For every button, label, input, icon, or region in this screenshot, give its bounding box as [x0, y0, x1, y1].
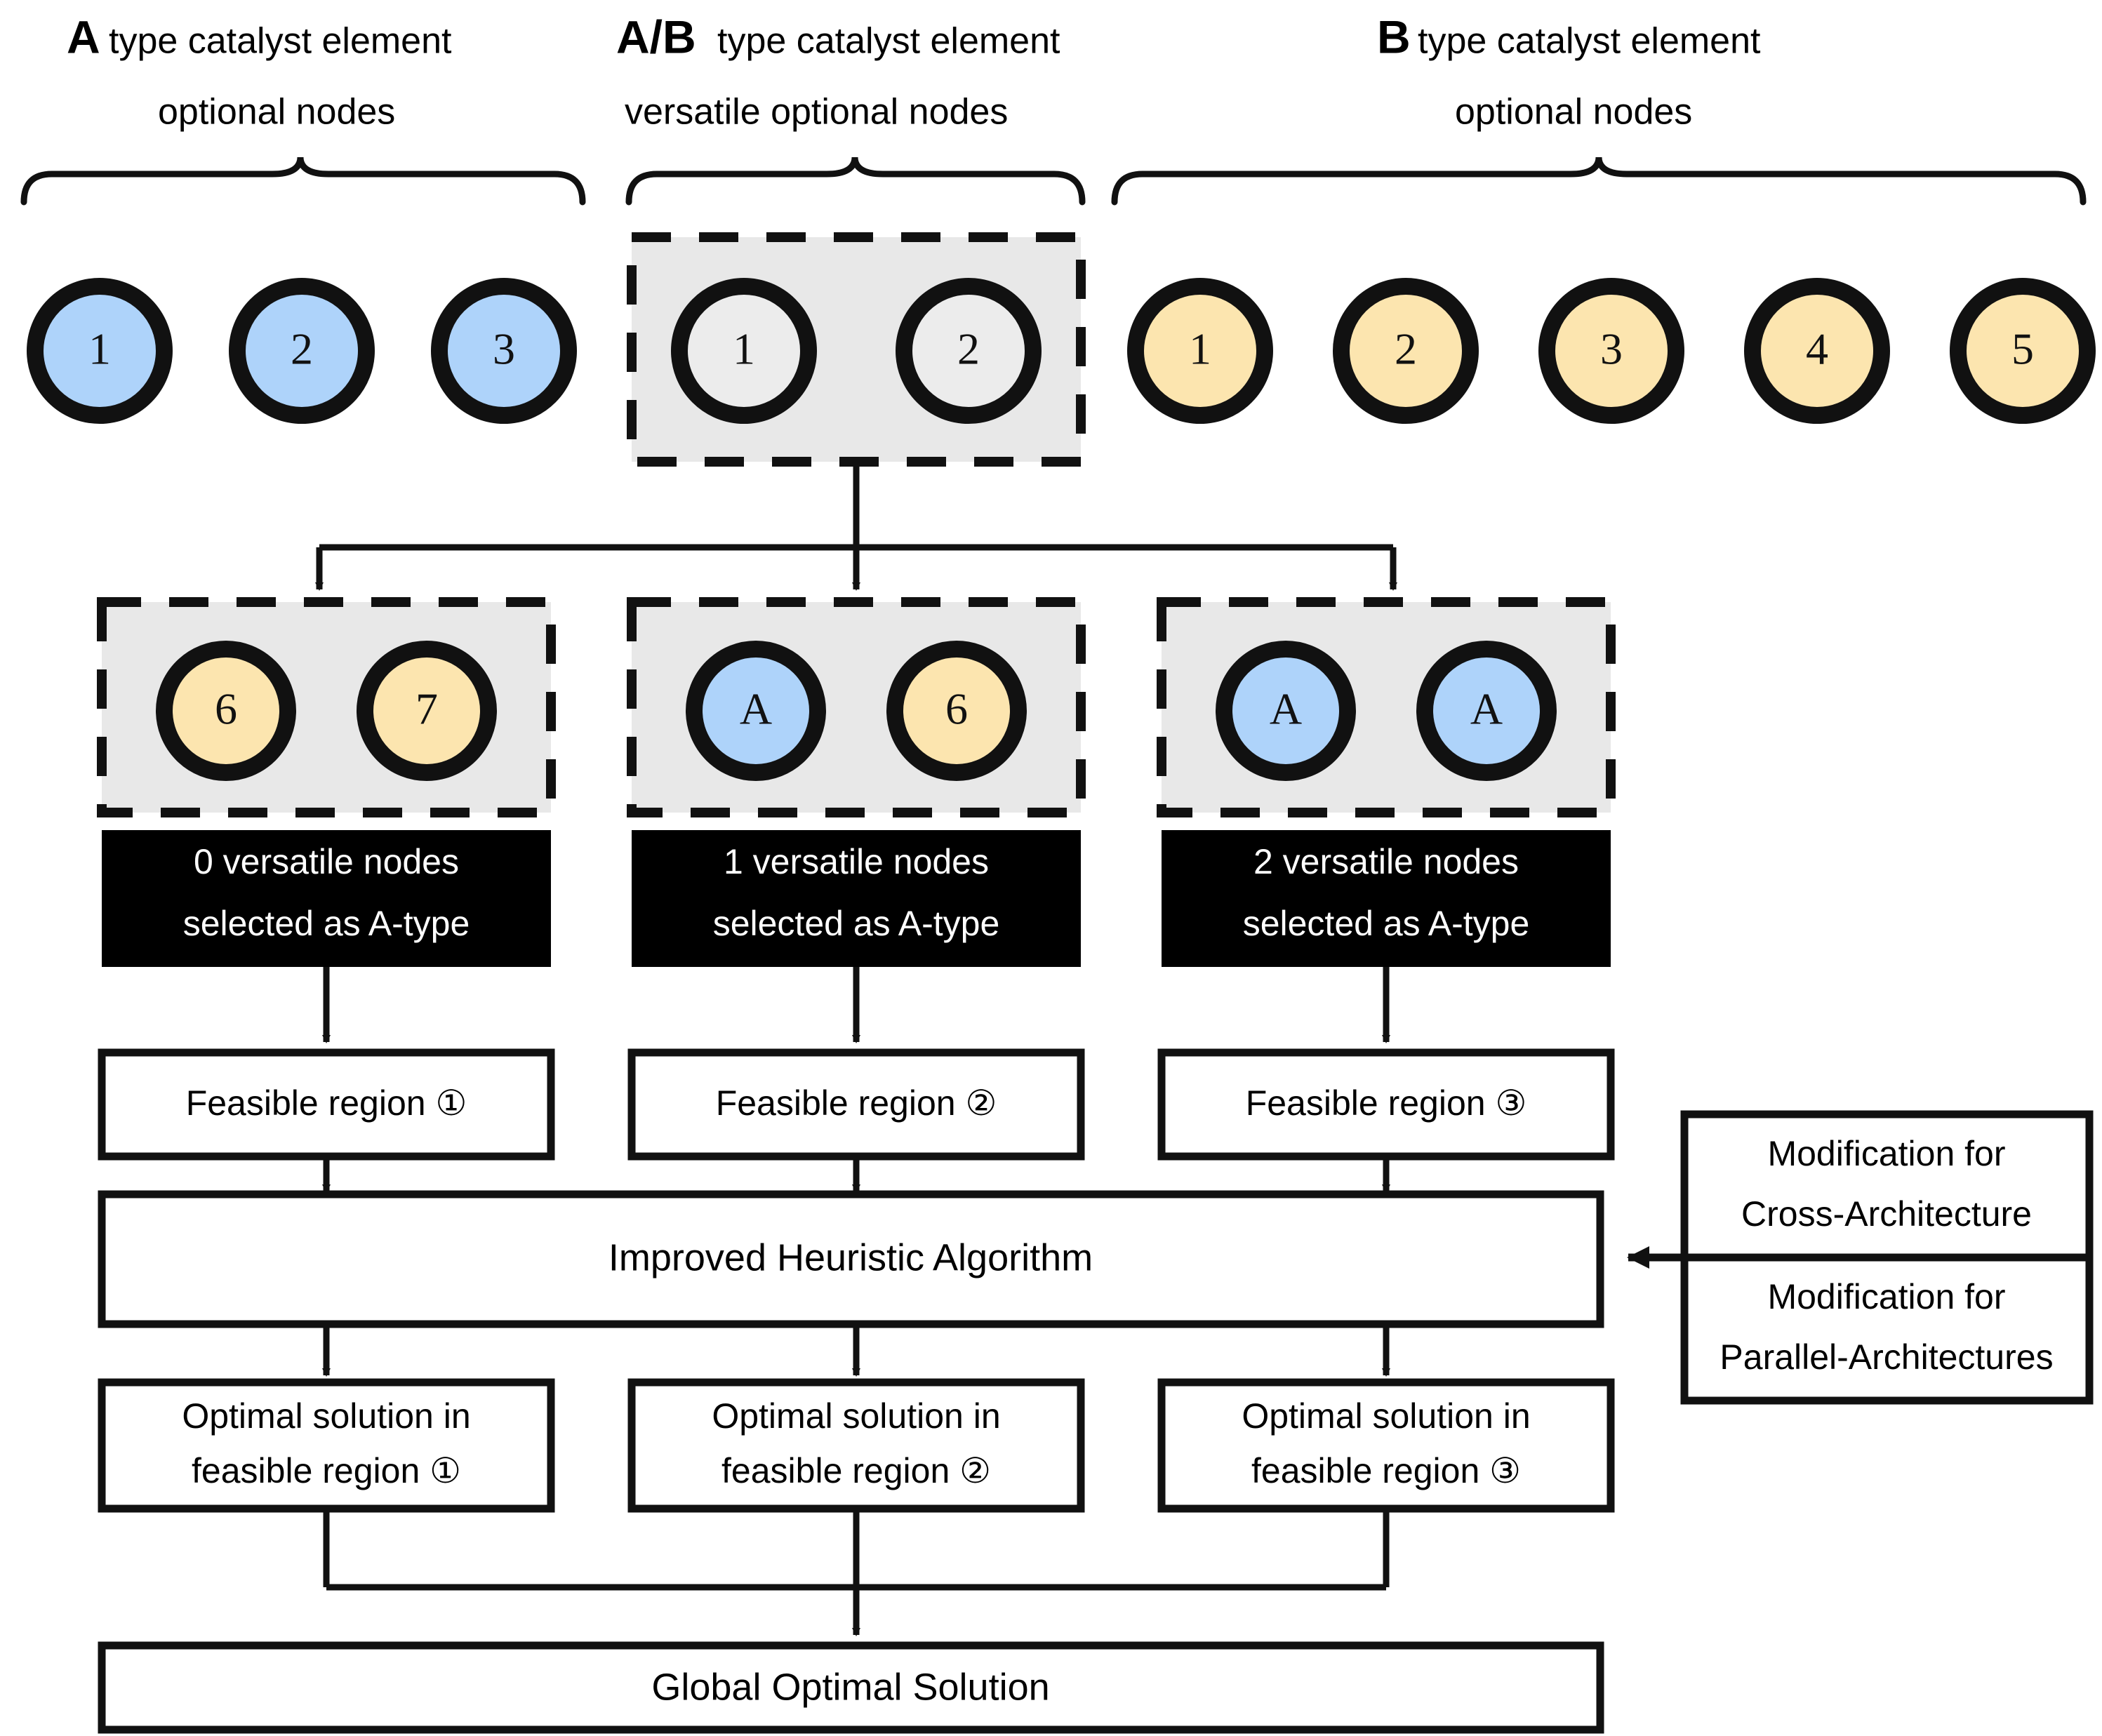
- optimal-solution-line2: feasible region ③: [1251, 1451, 1521, 1490]
- arrows-algorithm-to-optimal: [322, 1324, 1390, 1377]
- modification-line2: Cross-Architecture: [1741, 1194, 2032, 1234]
- header-a-rest: type catalyst element: [109, 21, 452, 62]
- branch-caption-line2: selected as A-type: [1243, 904, 1530, 943]
- brace-a-type: [20, 156, 586, 206]
- node-label: 5: [2011, 324, 2034, 374]
- brace-ab-type: [625, 156, 1086, 206]
- node-label: 6: [945, 684, 968, 734]
- optimal-solution-box-2[interactable]: Optimal solution in feasible region ③: [1157, 1378, 1615, 1513]
- branch-node-2-0[interactable]: A: [1216, 641, 1356, 781]
- feasible-region-label: Feasible region ③: [1246, 1083, 1527, 1123]
- optimal-solution-line2: feasible region ②: [721, 1451, 991, 1490]
- header-ab-prefix: A/B: [616, 11, 696, 62]
- branch-node-1-1[interactable]: 6: [886, 641, 1027, 781]
- branch-node-0-0[interactable]: 6: [156, 641, 296, 781]
- node-label: 3: [493, 324, 515, 374]
- node-label: 2: [957, 324, 980, 374]
- branch-caption-box-0: [102, 830, 551, 967]
- modification-line1: Modification for: [1767, 1277, 2005, 1316]
- header-ab-rest: type catalyst element: [717, 21, 1060, 62]
- optimal-solution-box-1[interactable]: Optimal solution in feasible region ②: [627, 1378, 1085, 1513]
- node-label: A: [1470, 684, 1503, 734]
- node-a-1[interactable]: 1: [27, 278, 173, 424]
- modification-line2: Parallel-Architectures: [1719, 1337, 2053, 1377]
- header-a-type: A type catalyst element optional nodes: [67, 11, 452, 132]
- node-b-1[interactable]: 1: [1127, 278, 1273, 424]
- node-b-5[interactable]: 5: [1950, 278, 2096, 424]
- global-optimal-solution-box[interactable]: Global Optimal Solution: [98, 1641, 1604, 1734]
- node-label: 1: [733, 324, 755, 374]
- feasible-region-box-0[interactable]: Feasible region ①: [98, 1048, 555, 1161]
- node-label: 1: [1189, 324, 1211, 374]
- node-label: 1: [88, 324, 111, 374]
- node-label: 2: [291, 324, 313, 374]
- node-group-b-type: 1 2 3 4 5: [1127, 278, 2096, 424]
- header-a-line2: optional nodes: [158, 92, 395, 133]
- optimal-solution-line1: Optimal solution in: [712, 1396, 1000, 1436]
- versatile-node-panel: 1 2: [627, 232, 1086, 467]
- optimal-solution-line2: feasible region ①: [192, 1451, 461, 1490]
- split-connector: [315, 462, 1397, 591]
- optimal-solution-line1: Optimal solution in: [1242, 1396, 1530, 1436]
- node-label: A: [740, 684, 772, 734]
- node-label: 4: [1806, 324, 1828, 374]
- brace-b-type: [1111, 156, 2087, 206]
- feasible-region-label: Feasible region ①: [186, 1083, 467, 1123]
- header-b-rest: type catalyst element: [1418, 21, 1761, 62]
- node-label: 7: [415, 684, 438, 734]
- algorithm-label: Improved Heuristic Algorithm: [608, 1236, 1093, 1278]
- branch-panel-1: A 6 1 versatile nodes selected as A-type: [627, 597, 1086, 967]
- global-optimal-label: Global Optimal Solution: [651, 1666, 1049, 1708]
- branch-panel-0: 6 7 0 versatile nodes selected as A-type: [97, 597, 556, 967]
- optimal-solution-line1: Optimal solution in: [182, 1396, 470, 1436]
- node-b-2[interactable]: 2: [1333, 278, 1479, 424]
- branch-panel-2: A A 2 versatile nodes selected as A-type: [1157, 597, 1616, 967]
- branch-caption-line2: selected as A-type: [183, 904, 470, 943]
- node-ab-1[interactable]: 1: [671, 278, 817, 424]
- branch-caption-line1: 1 versatile nodes: [724, 842, 989, 881]
- node-group-a-type: 1 2 3: [27, 278, 577, 424]
- branch-node-0-1[interactable]: 7: [357, 641, 497, 781]
- branch-caption-box-2: [1162, 830, 1611, 967]
- branch-caption-box-1: [632, 830, 1081, 967]
- feasible-region-label: Feasible region ②: [716, 1083, 997, 1123]
- node-a-2[interactable]: 2: [229, 278, 375, 424]
- feasible-region-box-2[interactable]: Feasible region ③: [1157, 1048, 1615, 1161]
- optimal-solution-box-0[interactable]: Optimal solution in feasible region ①: [98, 1378, 555, 1513]
- modification-box-cross[interactable]: Modification for Cross-Architecture: [1680, 1110, 2094, 1262]
- header-ab-line2: versatile optional nodes: [625, 92, 1008, 133]
- header-b-type: B type catalyst element optional nodes: [1377, 11, 1761, 132]
- node-b-3[interactable]: 3: [1538, 278, 1684, 424]
- branch-caption-line1: 2 versatile nodes: [1253, 842, 1519, 881]
- node-label: 2: [1395, 324, 1417, 374]
- branch-caption-line1: 0 versatile nodes: [194, 842, 459, 881]
- arrows-feasible-to-algorithm: [322, 1156, 1390, 1193]
- node-a-3[interactable]: 3: [431, 278, 577, 424]
- modification-line1: Modification for: [1767, 1134, 2005, 1173]
- merge-connector: [323, 1509, 1390, 1636]
- node-label: 3: [1600, 324, 1623, 374]
- header-a-prefix: A: [67, 11, 100, 62]
- feasible-region-box-1[interactable]: Feasible region ②: [627, 1048, 1085, 1161]
- branch-node-1-0[interactable]: A: [686, 641, 826, 781]
- node-b-4[interactable]: 4: [1744, 278, 1890, 424]
- header-b-line2: optional nodes: [1455, 92, 1692, 133]
- header-ab-type: A/B type catalyst element versatile opti…: [616, 11, 1060, 132]
- header-b-prefix: B: [1377, 11, 1411, 62]
- node-label: A: [1270, 684, 1302, 734]
- node-ab-2[interactable]: 2: [896, 278, 1042, 424]
- modification-box-parallel[interactable]: Modification for Parallel-Architectures: [1680, 1253, 2094, 1405]
- arrows-caption-to-feasible: [322, 967, 1390, 1043]
- improved-heuristic-algorithm-box[interactable]: Improved Heuristic Algorithm: [98, 1190, 1604, 1328]
- branch-caption-line2: selected as A-type: [713, 904, 1000, 943]
- node-label: 6: [215, 684, 237, 734]
- branch-node-2-1[interactable]: A: [1416, 641, 1557, 781]
